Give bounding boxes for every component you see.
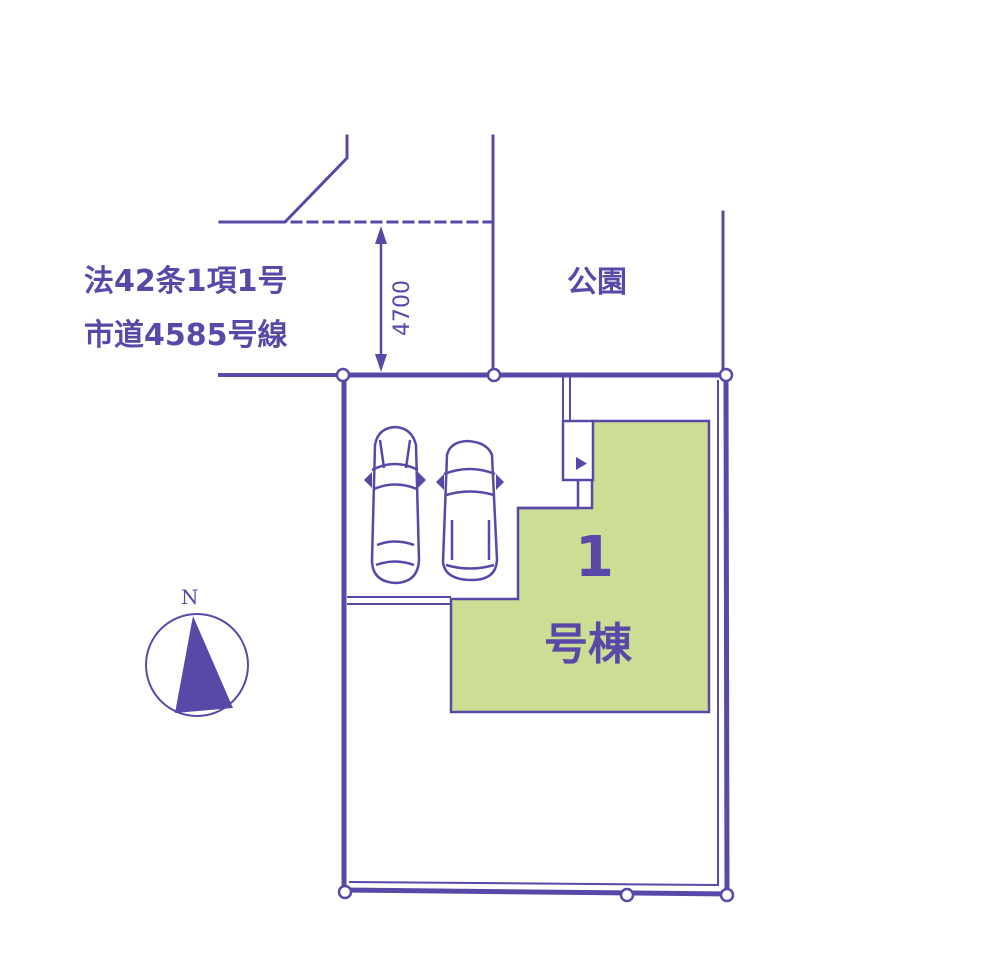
entrance-arrow-icon	[576, 457, 587, 470]
parking-area-outline	[347, 377, 571, 605]
neighbor-lot-outline	[218, 134, 349, 224]
park-label: 公園	[567, 265, 627, 300]
boundary-marker-icon	[486, 367, 502, 383]
boundary-markers	[335, 367, 735, 903]
road-width-dimension	[375, 226, 387, 372]
compass-north-label: N	[181, 585, 199, 609]
boundary-marker-icon	[335, 367, 351, 383]
road-legal-classification: 法42条1項1号	[84, 264, 288, 299]
north-arrow-icon	[145, 613, 249, 717]
boundary-marker-icon	[718, 367, 734, 383]
property-boundary	[340, 372, 730, 897]
boundary-marker-icon	[337, 884, 353, 900]
car-compact-icon	[436, 439, 504, 582]
road-name: 市道4585号線	[84, 318, 288, 353]
entrance-marker	[518, 419, 595, 510]
boundary-marker-icon	[719, 887, 735, 903]
building-suffix: 号棟	[544, 619, 632, 670]
road-width-value: 4700	[390, 280, 415, 336]
building-number: 1	[575, 525, 614, 590]
boundary-marker-icon	[619, 887, 635, 903]
car-sedan-icon	[364, 425, 426, 585]
